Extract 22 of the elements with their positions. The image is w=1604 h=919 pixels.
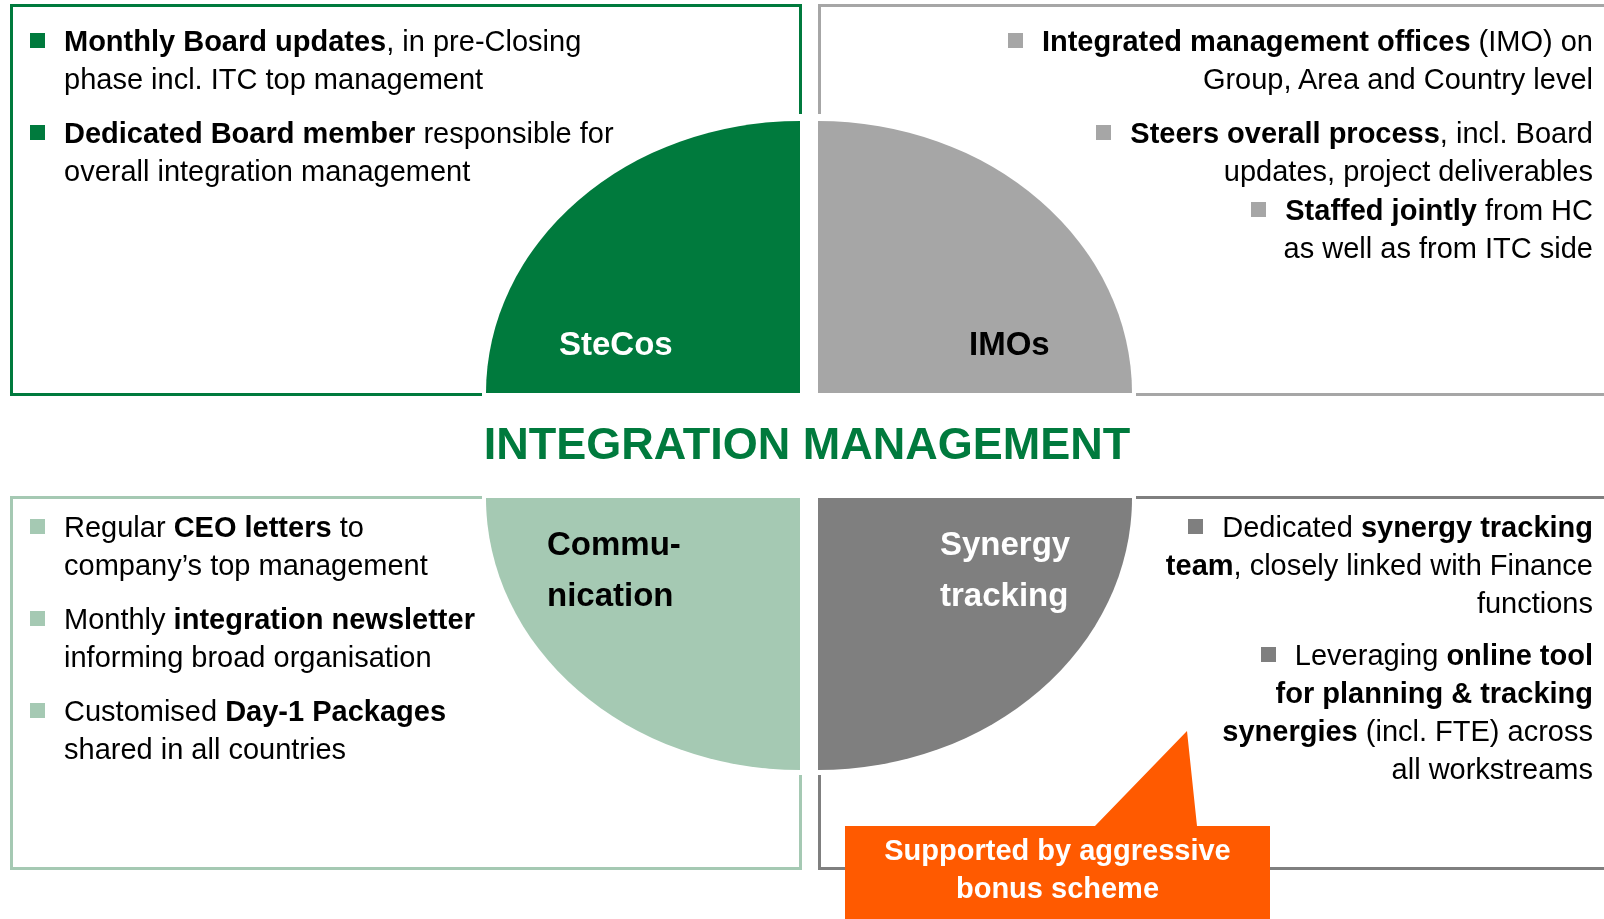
segment-label: Commu- nication (547, 524, 682, 615)
text-panel (818, 4, 1604, 396)
quadrant-segment (486, 498, 800, 770)
quadrant-segment (818, 498, 1132, 770)
text-panel (818, 496, 1604, 870)
bullet-point: Regular CEO letters to company’s top management (30, 508, 490, 584)
bullet-point: Monthly integration newsletter informing broad organisation (30, 600, 490, 676)
segment-label: IMOs (969, 324, 1050, 364)
segment-label: SteCos (559, 324, 673, 364)
bullet-point: Monthly Board updates, in pre-Closing phase incl. ITC top management (30, 22, 615, 98)
callout-text: Supported by aggressive bonus scheme (883, 833, 1232, 906)
bullet-point: Staffed jointly from HC as well as from ITC side (1218, 191, 1593, 267)
diagram-title: INTEGRATION MANAGEMENT (482, 417, 1132, 471)
bullet-point: Dedicated synergy tracking team, closely linked with Finance functions (1164, 510, 1593, 621)
bullet-point: Integrated management offices (IMO) on Group, Area and Country level (1003, 22, 1593, 98)
segment-label: Synergy tracking (940, 524, 1072, 615)
text-panel (10, 496, 802, 870)
text-panel (10, 4, 802, 396)
bullet-point: Leveraging online tool for planning & tracking synergies (incl. FTE) across all workstreams (1221, 638, 1593, 787)
quadrant-segment (818, 121, 1132, 393)
bullet-point: Dedicated Board member responsible for overall integration management (30, 114, 615, 190)
bullet-point: Customised Day-1 Packages shared in all countries (30, 692, 490, 768)
